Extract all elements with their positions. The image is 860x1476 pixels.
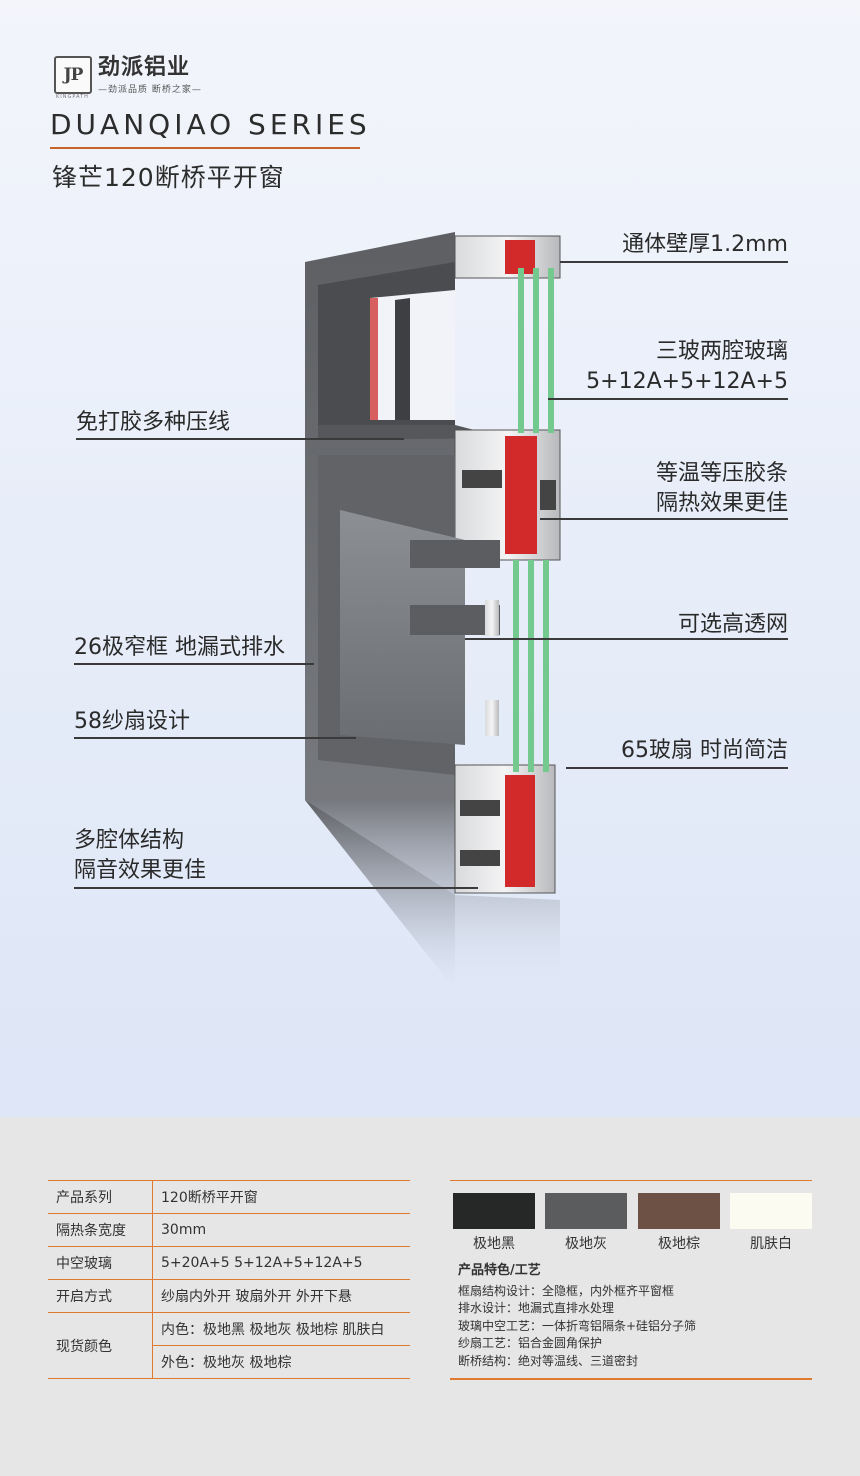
leader-line [560,261,788,263]
callout-screen: 可选高透网 [677,612,788,637]
callout-gasket-2: 隔热效果更佳 [655,491,788,516]
callout-glass-1: 三玻两腔玻璃 [655,339,788,364]
feature-item: 断桥结构：绝对等温线、三道密封 [458,1353,639,1368]
swatch-label: 极地灰 [565,1236,607,1252]
callout-wall-thickness: 通体壁厚1.2mm [622,232,788,257]
spec-value: 纱扇内外开 玻扇外开 外开下悬 [152,1279,410,1313]
brand-logo: JP 劲派铝业 —劲派品质 断桥之家— [54,56,202,95]
callout-cavity-2: 隔音效果更佳 [74,858,207,883]
callout-frame: 26极窄框 地漏式排水 [74,635,285,660]
callout-cavity-1: 多腔体结构 [74,828,185,853]
swatch-brown [638,1193,720,1229]
leader-line [548,398,788,400]
spec-value: 5+20A+5 5+12A+5+12A+5 [152,1246,410,1280]
product-title: 锋芒120断桥平开窗 [52,163,285,192]
table-row: 现货颜色 内色：极地黑 极地灰 极地棕 肌肤白 [48,1312,410,1379]
swatch-label: 肌肤白 [750,1236,792,1252]
spec-key: 中空玻璃 [48,1246,153,1280]
callout-gasket-1: 等温等压胶条 [655,461,788,486]
leader-line [74,737,356,739]
table-row: 产品系列 120断桥平开窗 [48,1180,410,1214]
spec-key: 现货颜色 [48,1312,153,1379]
spec-value: 外色：极地灰 极地棕 [152,1345,410,1379]
leader-line [74,887,478,889]
spec-value: 30mm [152,1213,410,1247]
brand-slogan: —劲派品质 断桥之家— [98,85,202,95]
swatch-grey [545,1193,627,1229]
feature-item: 框扇结构设计：全隐框，内外框齐平窗框 [458,1283,675,1298]
feature-item: 排水设计：地漏式直排水处理 [458,1301,615,1315]
swatch-label: 极地棕 [658,1236,700,1252]
callout-sash-glass: 65玻扇 时尚简洁 [621,738,788,763]
callout-glass-2: 5+12A+5+12A+5 [586,369,788,394]
table-row: 隔热条宽度 30mm [48,1213,410,1247]
feature-item: 玻璃中空工艺：一体折弯铝隔条+硅铝分子筛 [458,1318,697,1333]
leader-line [74,663,314,665]
brand-name: 劲派铝业 [98,55,191,80]
spec-table: 产品系列 120断桥平开窗 隔热条宽度 30mm 中空玻璃 5+20A+5 5+… [48,1180,410,1379]
leader-line [540,518,788,520]
table-row: 外色：极地灰 极地棕 [48,1345,410,1379]
features-rule [450,1378,812,1380]
spec-value: 内色：极地黑 极地灰 极地棕 肌肤白 [152,1312,410,1346]
leader-line [76,438,404,440]
features-title: 产品特色/工艺 [458,1263,541,1278]
spec-key: 开启方式 [48,1279,153,1313]
color-swatches: 极地黑 极地灰 极地棕 肌肤白 [450,1180,812,1252]
swatch-black [453,1193,535,1229]
leader-line [465,638,788,640]
series-rule [50,147,360,149]
swatch-label: 极地黑 [473,1236,515,1252]
feature-item: 纱扇工艺：铝合金圆角保护 [458,1336,603,1350]
spec-key: 隔热条宽度 [48,1213,153,1247]
table-row: 中空玻璃 5+20A+5 5+12A+5+12A+5 [48,1246,410,1280]
table-row: 开启方式 纱扇内外开 玻扇外开 外开下悬 [48,1279,410,1313]
callout-bead: 免打胶多种压线 [76,410,231,435]
spec-value: 120断桥平开窗 [152,1180,410,1214]
window-section-illustration [305,232,561,990]
series-title: DUANQIAO SERIES [50,108,371,141]
brand-en: KINGPATH [56,94,89,100]
swatch-white [730,1193,812,1229]
features-block: 产品特色/工艺 框扇结构设计：全隐框，内外框齐平窗框 排水设计：地漏式直排水处理… [458,1262,696,1370]
leader-line [566,767,788,769]
callout-sash-screen: 58纱扇设计 [74,709,190,734]
spec-key: 产品系列 [48,1180,153,1214]
brand-mark-icon: JP [54,56,92,94]
